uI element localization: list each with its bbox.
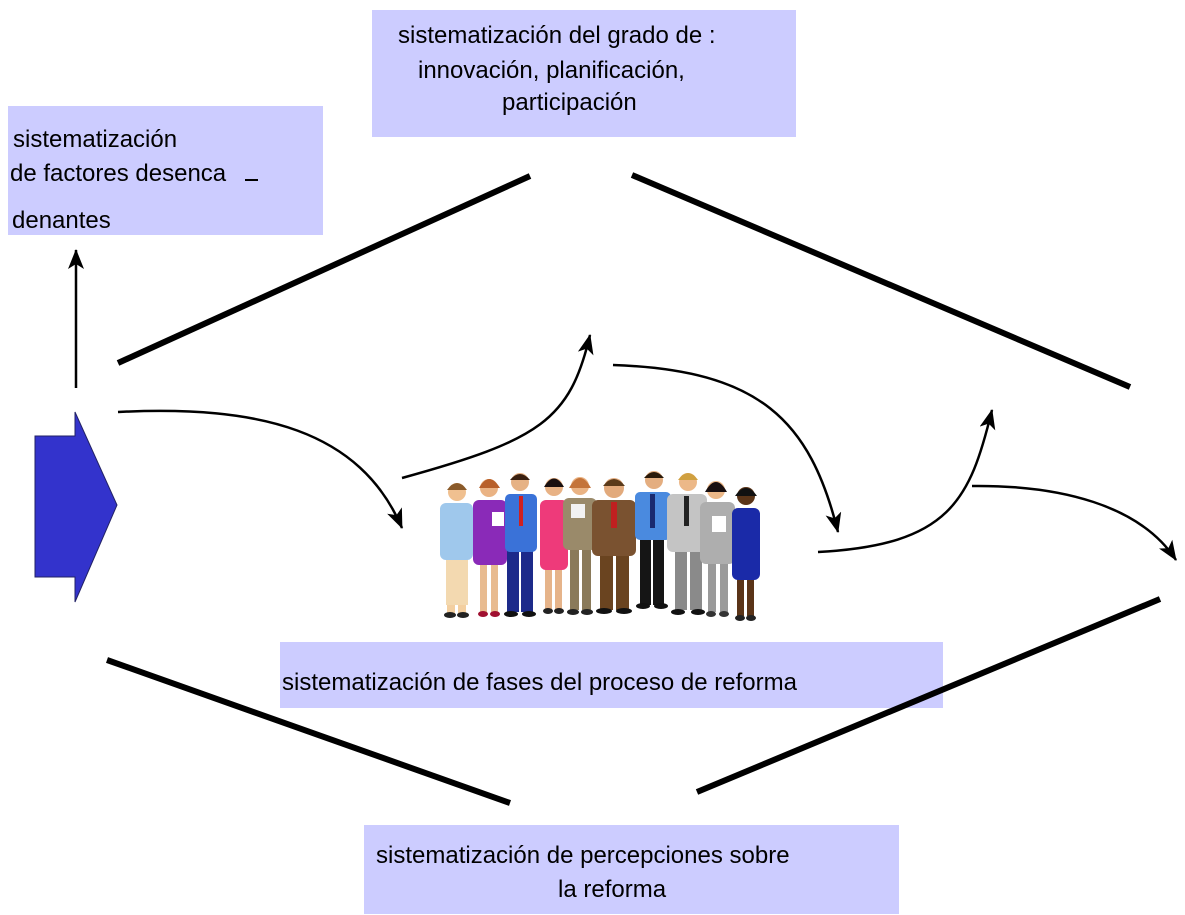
person-8 — [667, 473, 707, 615]
box-fases: sistematización de fases del proceso de … — [280, 642, 943, 708]
diamond-lines — [105, 172, 1162, 806]
person-1 — [440, 483, 473, 618]
arrow-curve-3 — [612, 363, 842, 533]
line-top-left — [116, 173, 532, 366]
box-factores-line-1: sistematización — [13, 126, 178, 153]
line-bottom-left — [105, 657, 512, 806]
box-grado-line-1: sistematización del grado de : — [398, 22, 716, 49]
person-9 — [700, 481, 735, 617]
arrow-curve-4 — [817, 409, 996, 554]
box-grado-line-3: participación — [502, 89, 637, 116]
box-factores: sistematización de factores desenca dena… — [8, 106, 323, 235]
flow-arrows — [68, 249, 1178, 561]
person-6 — [592, 478, 636, 614]
person-4 — [540, 478, 568, 614]
pentagon-arrow-icon — [34, 411, 118, 603]
box-grado: sistematización del grado de : innovació… — [372, 10, 796, 137]
box-factores-line-2: de factores desenca — [10, 160, 227, 187]
box-fases-line-1: sistematización de fases del proceso de … — [282, 669, 797, 696]
person-10 — [732, 487, 760, 621]
box-grado-line-2: innovación, planificación, — [418, 57, 685, 84]
arrow-curve-1 — [117, 409, 404, 529]
person-2 — [473, 479, 507, 617]
line-top-right — [630, 172, 1132, 390]
people-group-illustration — [440, 471, 760, 621]
box-percepciones-line-2: la reforma — [558, 876, 667, 903]
arrow-curve-2 — [401, 334, 594, 480]
person-5 — [563, 477, 597, 615]
box-percepciones: sistematización de percepciones sobre la… — [364, 825, 899, 914]
person-7 — [635, 471, 671, 609]
person-3 — [504, 473, 537, 617]
box-factores-line-3: denantes — [12, 207, 111, 234]
arrow-curve-5 — [971, 484, 1178, 561]
box-percepciones-line-1: sistematización de percepciones sobre — [376, 842, 790, 869]
line-bottom-right — [695, 596, 1162, 795]
